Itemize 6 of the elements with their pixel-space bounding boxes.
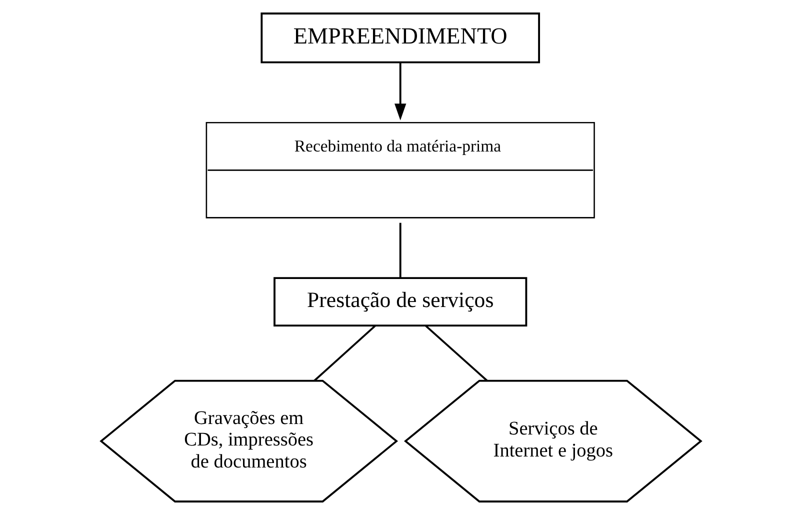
node-box: Prestação de serviços <box>274 277 528 327</box>
connector <box>424 324 488 382</box>
connector <box>399 222 402 278</box>
node-box: EMPREENDIMENTO <box>260 12 540 64</box>
connector <box>314 324 376 382</box>
arrow <box>394 62 406 120</box>
